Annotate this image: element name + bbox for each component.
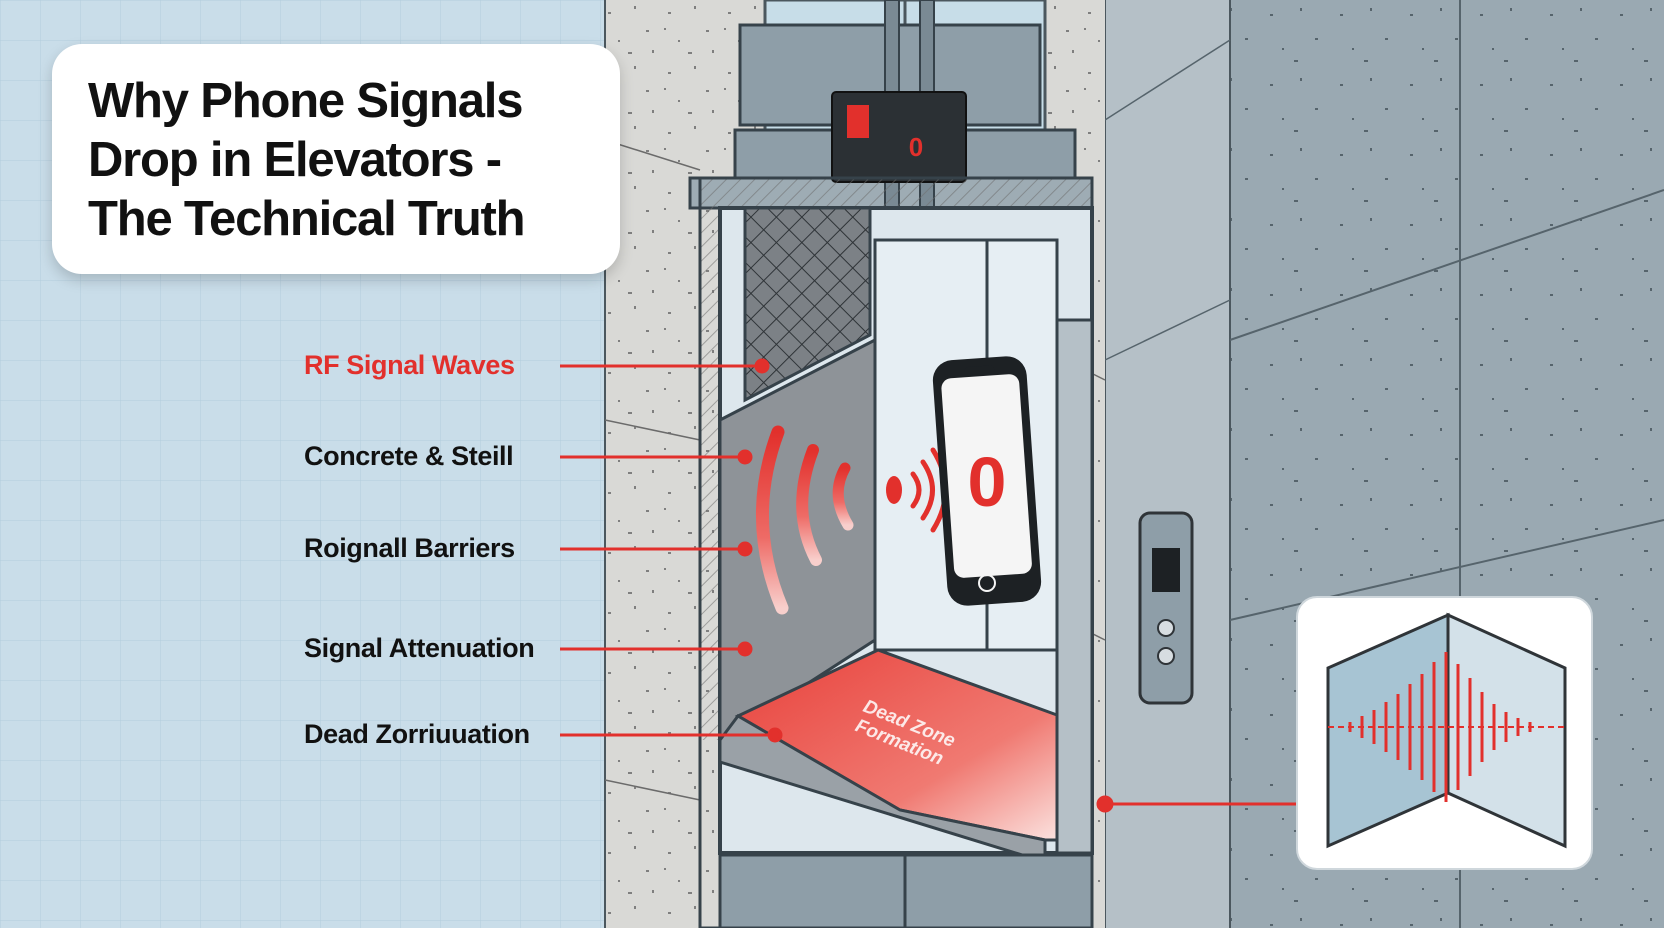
label-rf-signal-waves: RF Signal Waves [304,350,515,380]
label-signal-attenuation: Signal Attenuation [304,633,535,663]
attenuation-inset [1296,596,1593,870]
page-title: Why Phone Signals Drop in Elevators - Th… [88,74,526,246]
signal-waves-icon [756,425,948,615]
label-signal-barriers: Roignall Barriers [304,533,515,563]
callout-lines [560,358,1300,813]
attenuation-waveform-icon [1328,652,1565,802]
label-concrete-steel: Concrete & Steill [304,441,514,471]
title-card: Why Phone Signals Drop in Elevators - Th… [52,44,620,274]
phone-screen-text: 0 [968,443,1007,521]
label-dead-zone: Dead Zorriuuation [304,719,530,749]
call-button-panel-icon [1138,511,1194,705]
floor-indicator-text: 0 [909,132,923,162]
smartphone-icon: 0 [932,356,1042,606]
